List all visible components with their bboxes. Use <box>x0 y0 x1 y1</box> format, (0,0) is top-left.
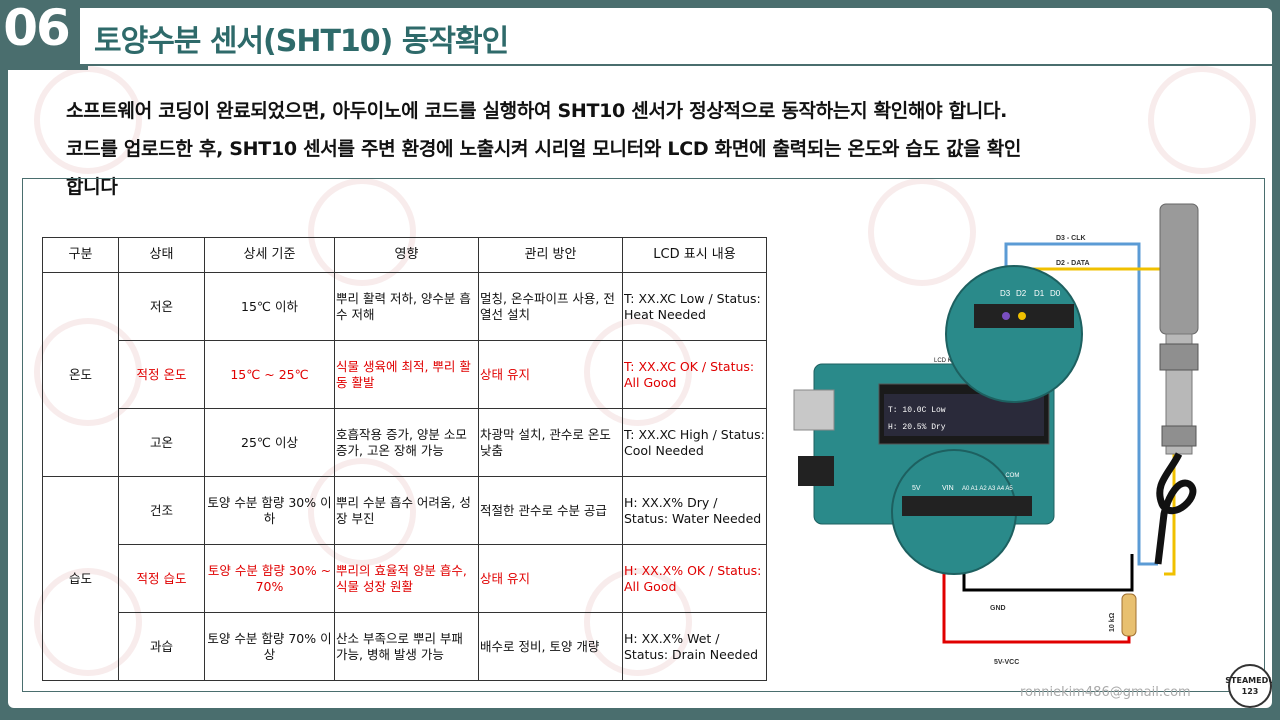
footer-email: ronniekim486@gmail.com <box>1020 685 1191 700</box>
watermark-logo <box>1148 66 1256 174</box>
lcd-cell: T: XX.XC OK / Status: All Good <box>622 340 767 409</box>
management-cell: 상태 유지 <box>478 544 623 613</box>
description-line-1: 소프트웨어 코딩이 완료되었으면, 아두이노에 코드를 실행하여 SHT10 센… <box>66 100 1008 122</box>
lcd-cell: H: XX.X% OK / Status: All Good <box>622 544 767 613</box>
state-cell: 고온 <box>118 408 205 477</box>
table-row: 과습 토양 수분 함량 70% 이상 산소 부족으로 뿌리 부패 가능, 병해 … <box>43 612 767 681</box>
zoom-digital-pins <box>945 265 1083 403</box>
impact-cell: 호흡작용 증가, 양분 소모 증가, 고온 장해 가능 <box>334 408 479 477</box>
pin-d3-socket <box>1002 312 1010 320</box>
management-cell: 차광막 설치, 관수로 온도 낮춤 <box>478 408 623 477</box>
header-band <box>8 8 1272 64</box>
content-frame <box>22 178 1265 692</box>
criteria-cell: 토양 수분 함량 30% 이하 <box>204 476 335 545</box>
management-cell: 상태 유지 <box>478 340 623 409</box>
state-cell: 적정 습도 <box>118 544 205 613</box>
lcd-cell: T: XX.XC Low / Status: Heat Needed <box>622 272 767 341</box>
sensor-probe-tip <box>1159 203 1199 335</box>
logo-line-1: STEAMEDU <box>1225 676 1272 685</box>
pin-d2: D2 <box>1016 289 1027 298</box>
lcd-line-1: T: 10.0C Low <box>888 406 946 415</box>
power-vin-label: VIN <box>942 485 954 492</box>
power-jack <box>798 456 834 486</box>
impact-cell: 뿌리의 효율적 양분 흡수, 식물 성장 원활 <box>334 544 479 613</box>
criteria-cell: 토양 수분 함량 30% ~ 70% <box>204 544 335 613</box>
state-cell: 적정 온도 <box>118 340 205 409</box>
impact-cell: 식물 생육에 최적, 뿌리 활동 활발 <box>334 340 479 409</box>
header-state: 상태 <box>118 237 205 273</box>
impact-cell: 산소 부족으로 뿌리 부패 가능, 병해 발생 가능 <box>334 612 479 681</box>
title-rule <box>88 64 1272 66</box>
pin-d2-socket <box>1018 312 1026 320</box>
table-header-row: 구분 상태 상세 기준 영향 관리 방안 LCD 표시 내용 <box>42 237 767 273</box>
power-5v-label: 5V <box>912 485 921 492</box>
lcd-cell: H: XX.X% Wet / Status: Drain Needed <box>622 612 767 681</box>
sensor-cable <box>1154 452 1197 565</box>
status-table: 구분 상태 상세 기준 영향 관리 방안 LCD 표시 내용 온도 저온 15℃… <box>42 237 767 681</box>
wire-vcc <box>942 524 1131 644</box>
vcc-label: 5V-VCC <box>994 659 1019 666</box>
resistor <box>1121 593 1137 637</box>
header-category: 구분 <box>42 237 119 273</box>
wire-clk-label: D3 - CLK <box>1056 235 1086 242</box>
state-cell: 과습 <box>118 612 205 681</box>
usb-port <box>793 389 835 431</box>
sensor-probe-nut <box>1161 425 1197 447</box>
impact-cell: 뿌리 수분 흡수 어려움, 성장 부진 <box>334 476 479 545</box>
wire-data-label: D2 - DATA <box>1056 260 1090 267</box>
management-cell: 멀칭, 온수파이프 사용, 전열선 설치 <box>478 272 623 341</box>
lcd-line-2: H: 20.5% Dry <box>888 423 946 432</box>
table-row: 습도 건조 토양 수분 함량 30% 이하 뿌리 수분 흡수 어려움, 성장 부… <box>42 476 767 681</box>
management-cell: 적절한 관수로 수분 공급 <box>478 476 623 545</box>
page-title: 토양수분 센서(SHT10) 동작확인 <box>94 24 509 59</box>
management-cell: 배수로 정비, 토양 개량 <box>478 612 623 681</box>
table-row: 적정 온도 15℃ ~ 25℃ 식물 생육에 최적, 뿌리 활동 활발 상태 유… <box>43 340 767 409</box>
header-lcd: LCD 표시 내용 <box>622 237 767 273</box>
header-criteria: 상세 기준 <box>204 237 335 273</box>
header-management: 관리 방안 <box>478 237 623 273</box>
description-line-2: 코드를 업로드한 후, SHT10 센서를 주변 환경에 노출시켜 시리얼 모니… <box>66 138 1022 160</box>
brand-logo: STEAMEDU 123 <box>1225 664 1272 708</box>
table-row: 적정 습도 토양 수분 함량 30% ~ 70% 뿌리의 효율적 양분 흡수, … <box>43 544 767 613</box>
resistor-label: 10 kΩ <box>1109 612 1116 632</box>
power-header <box>902 496 1032 516</box>
gnd-label: GND <box>990 605 1006 612</box>
criteria-cell: 15℃ ~ 25℃ <box>204 340 335 409</box>
watermark-logo <box>868 178 976 286</box>
wiring-diagram: D3 - CLK D2 - DATA GND 5V-VCC 10 kΩ LCD … <box>793 203 1199 666</box>
lcd-cell: T: XX.XC High / Status: Cool Needed <box>622 408 767 477</box>
logo-line-2: 123 <box>1241 687 1259 696</box>
header-impact: 영향 <box>334 237 479 273</box>
description-line-3: 합니다 <box>66 176 118 198</box>
category-cell: 온도 <box>42 272 119 477</box>
pin-d1: D1 <box>1034 289 1045 298</box>
state-cell: 건조 <box>118 476 205 545</box>
category-cell: 습도 <box>42 476 119 681</box>
impact-cell: 뿌리 활력 저하, 양수분 흡수 저해 <box>334 272 479 341</box>
section-number-badge: 06 <box>0 0 80 64</box>
watermark-logo <box>34 66 142 174</box>
lcd-cell: H: XX.X% Dry / Status: Water Needed <box>622 476 767 545</box>
title-rule-left <box>8 64 88 70</box>
pin-d0: D0 <box>1050 289 1061 298</box>
state-cell: 저온 <box>118 272 205 341</box>
analog-pins-label: A0 A1 A2 A3 A4 A5 <box>962 486 1013 492</box>
slide: 토양수분 센서(SHT10) 동작확인 소프트웨어 코딩이 완료되었으면, 아두… <box>8 8 1272 708</box>
criteria-cell: 25℃ 이상 <box>204 408 335 477</box>
table-row: 온도 저온 15℃ 이하 뿌리 활력 저하, 양수분 흡수 저해 멀칭, 온수파… <box>42 272 767 477</box>
table-row: 고온 25℃ 이상 호흡작용 증가, 양분 소모 증가, 고온 장해 가능 차광… <box>43 408 767 477</box>
criteria-cell: 토양 수분 함량 70% 이상 <box>204 612 335 681</box>
description: 소프트웨어 코딩이 완료되었으면, 아두이노에 코드를 실행하여 SHT10 센… <box>66 92 1226 206</box>
criteria-cell: 15℃ 이하 <box>204 272 335 341</box>
pin-d3: D3 <box>1000 289 1011 298</box>
sensor-probe-nut <box>1159 343 1199 371</box>
